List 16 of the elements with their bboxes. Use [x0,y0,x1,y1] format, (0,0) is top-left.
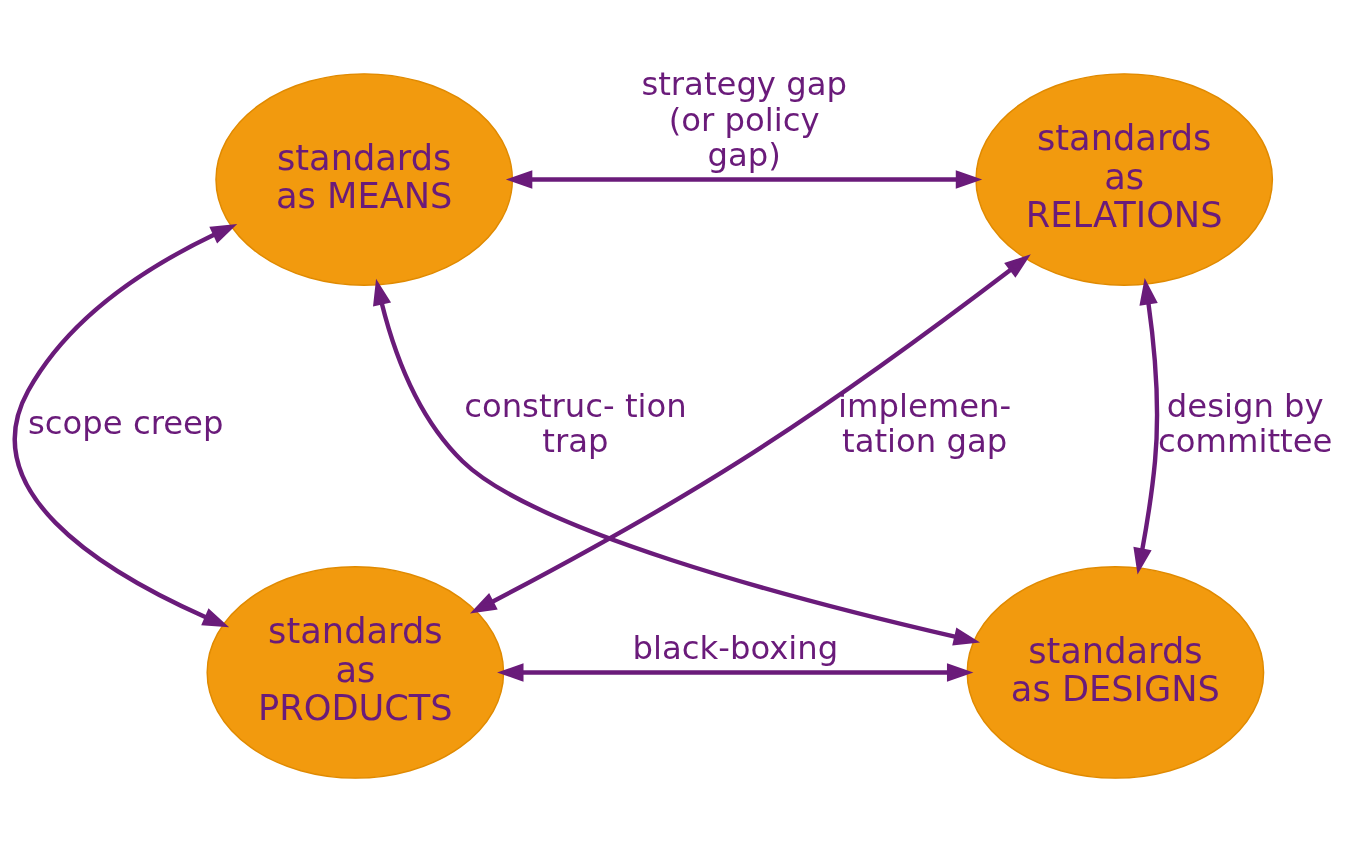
node-ellipse: standards as DESIGNS [966,565,1265,779]
arrow [505,169,983,189]
node-ellipse: standards as RELATIONS [975,72,1274,286]
arrow [12,223,238,627]
edge-label: strategy gap (or policy gap) [641,64,847,174]
edge-label: design by committee [1158,386,1333,460]
arrow [373,278,981,646]
arrow [497,662,974,682]
edge-label: scope creep [28,403,224,442]
edge-label: implemen- tation gap [838,386,1012,460]
arrow [1133,277,1160,575]
arrow [469,253,1031,613]
node-ellipse: standards as PRODUCTS [206,565,505,779]
edge-label: black-boxing [632,628,839,667]
edge-label: construc- tion trap [464,386,687,460]
node-ellipse: standards as MEANS [215,72,514,286]
